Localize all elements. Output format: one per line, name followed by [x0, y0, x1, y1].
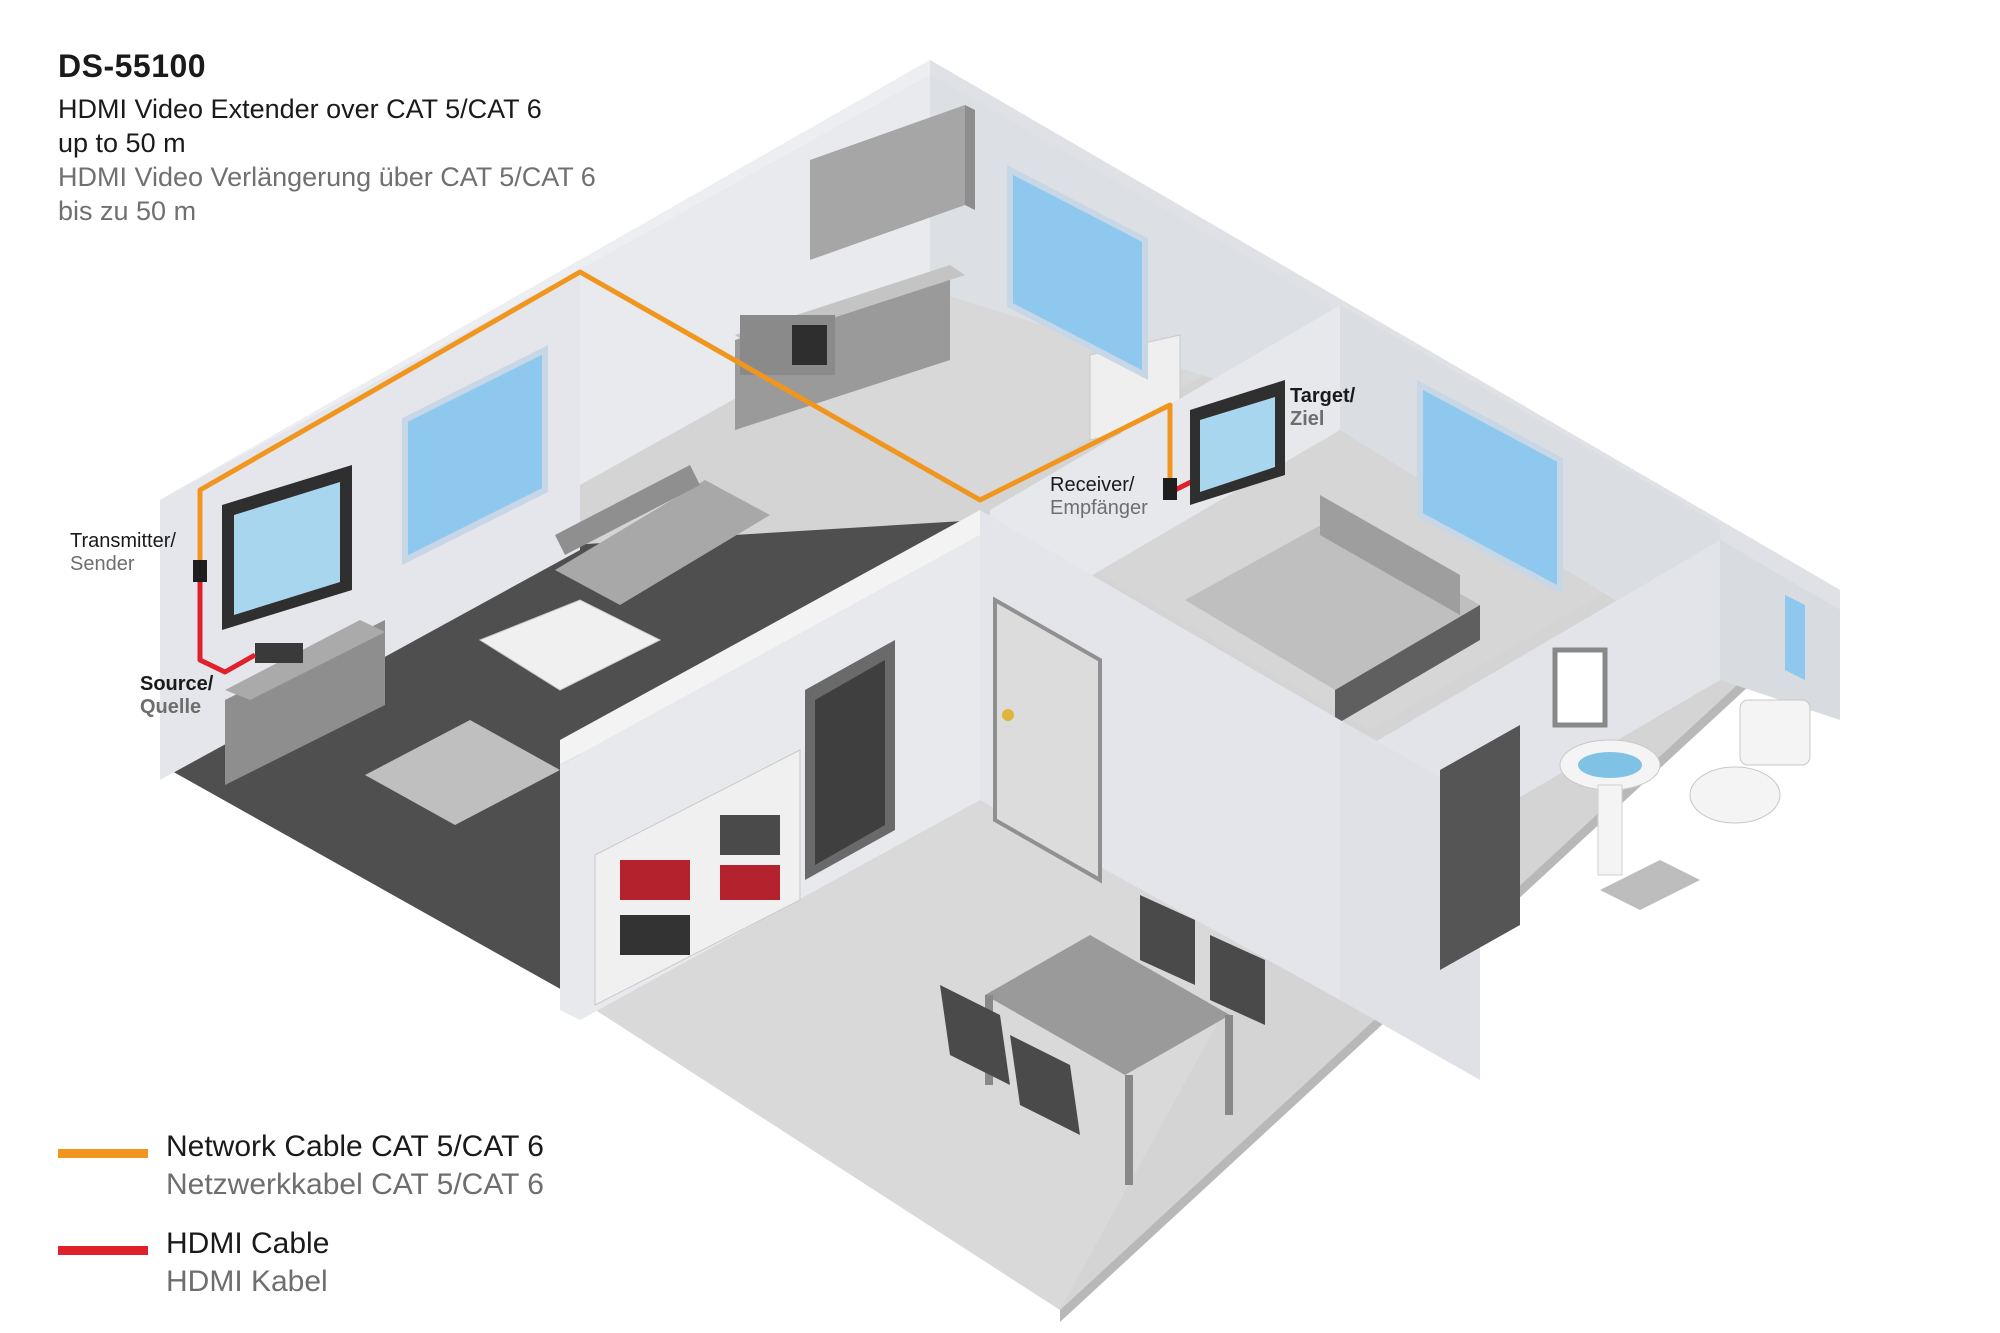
legend-hdmi-en: HDMI Cable	[166, 1227, 330, 1260]
table-leg-1	[1125, 1075, 1133, 1185]
microwave-door	[792, 325, 827, 365]
books-row-2	[620, 915, 690, 955]
legend-network-de: Netzwerkkabel CAT 5/CAT 6	[166, 1168, 544, 1201]
books-row-1	[620, 860, 690, 900]
target-label-de: Ziel	[1290, 408, 1325, 430]
wall-living-dining	[560, 510, 980, 765]
transmitter-label-de: Sender	[70, 553, 135, 575]
chair-2	[1010, 1035, 1080, 1135]
coffee-table	[478, 599, 662, 691]
bed	[1185, 520, 1480, 690]
bath-mat	[1600, 860, 1700, 910]
sink-basin	[1578, 752, 1642, 778]
bed-headboard	[1320, 495, 1460, 615]
toilet-tank	[1739, 699, 1811, 766]
upper-cabinet	[810, 105, 965, 260]
table-leg-2	[1225, 1015, 1233, 1115]
chair-3	[1140, 895, 1195, 985]
dining-table	[985, 935, 1230, 1075]
bathroom-wall-right	[1720, 540, 1840, 720]
receiver-label-en: Receiver/	[1050, 474, 1135, 496]
transmitter-label-en: Transmitter/	[70, 530, 176, 552]
legend-network-swatch	[58, 1149, 148, 1158]
books-row-3	[720, 815, 780, 855]
transmitter-device	[193, 560, 207, 582]
toilet	[1689, 766, 1781, 824]
wall-dining-bedroom	[980, 510, 1340, 1000]
legend-hdmi-swatch	[58, 1246, 148, 1255]
door-opening-living	[815, 660, 885, 865]
bathroom-window	[1785, 595, 1805, 680]
product-model: DS-55100	[58, 48, 207, 84]
product-description-en: HDMI Video Extender over CAT 5/CAT 6	[58, 94, 542, 124]
hdmi-cable-source	[197, 575, 257, 675]
tv-living-screen	[234, 482, 340, 615]
rug	[365, 720, 560, 825]
source-device	[255, 643, 303, 663]
door-bathroom	[1440, 725, 1520, 970]
network-cable	[197, 269, 1173, 565]
legend-network-en: Network Cable CAT 5/CAT 6	[166, 1130, 544, 1163]
sofa	[555, 480, 770, 605]
tv-target-screen	[1200, 397, 1275, 492]
target-label-en: Target/	[1290, 385, 1356, 407]
books-row-4	[720, 865, 780, 900]
source-label-de: Quelle	[140, 696, 202, 718]
bedroom-window	[1417, 379, 1563, 596]
bedroom-wall-left	[990, 305, 1340, 635]
receiver-label-de: Empfänger	[1050, 497, 1148, 519]
chair-4	[1210, 935, 1265, 1025]
sink-pedestal	[1597, 784, 1623, 876]
transmitter-label: Transmitter/ Sender	[70, 530, 176, 576]
living-window	[402, 345, 548, 565]
receiver-label: Receiver/ Empfänger	[1050, 474, 1148, 520]
upper-cabinet-side	[965, 105, 975, 210]
kitchen-window	[1007, 165, 1148, 380]
target-label: Target/ Ziel	[1290, 385, 1355, 431]
receiver-device	[1163, 478, 1177, 500]
source-label-en: Source/	[140, 673, 214, 695]
door-main	[993, 596, 1102, 884]
sideboard	[225, 620, 385, 785]
sofa-back	[555, 465, 700, 555]
source-label: Source/ Quelle	[140, 673, 213, 719]
product-range-de: bis zu 50 m	[58, 196, 197, 226]
chair-1	[940, 985, 1010, 1085]
bathroom-mirror	[1552, 647, 1608, 728]
legend-hdmi-de: HDMI Kabel	[166, 1265, 328, 1298]
product-range-en: up to 50 m	[58, 128, 186, 158]
door-knob	[1002, 709, 1014, 721]
bed-side	[1335, 605, 1480, 725]
sideboard-top	[225, 620, 385, 700]
product-description-de: HDMI Video Verlängerung über CAT 5/CAT 6	[58, 162, 596, 192]
